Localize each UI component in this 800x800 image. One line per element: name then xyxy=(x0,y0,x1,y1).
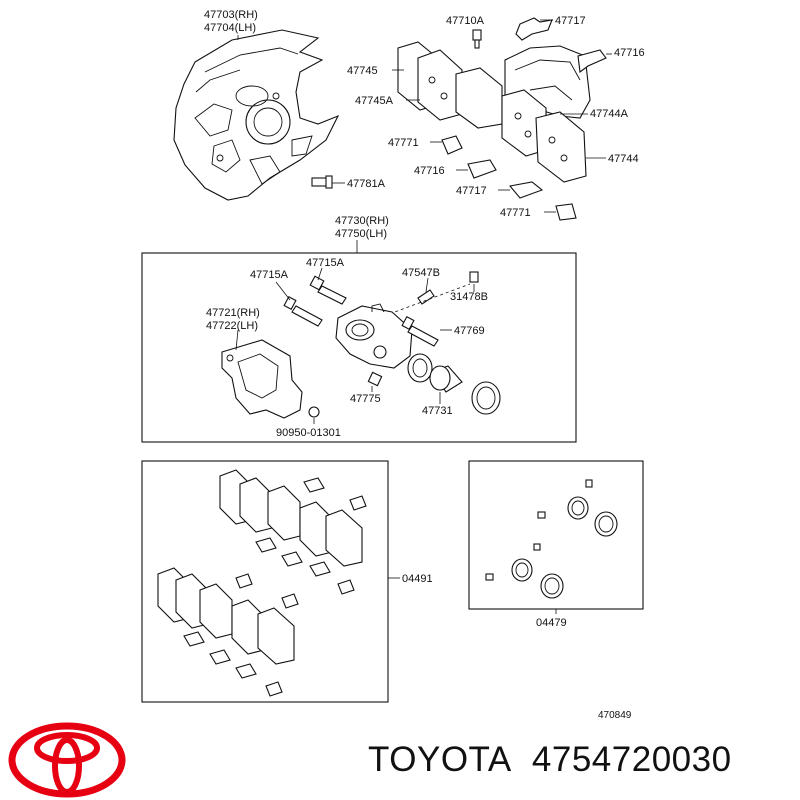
pad-47744a xyxy=(501,89,547,157)
bolt-47781a xyxy=(311,175,333,189)
clip-47717-mid xyxy=(508,181,544,199)
label-47771-top: 47771 xyxy=(388,137,419,149)
bracket-47721 xyxy=(221,339,303,419)
label-47716-mid: 47716 xyxy=(414,165,445,177)
brand-name: TOYOTA xyxy=(368,740,512,779)
label-47716-top: 47716 xyxy=(614,47,645,59)
label-04479: 04479 xyxy=(536,617,567,629)
pad-47744 xyxy=(535,111,587,183)
label-47744a: 47744A xyxy=(590,108,629,120)
label-47717-mid: 47717 xyxy=(456,185,487,197)
label-31478b: 31478B xyxy=(450,291,488,303)
shim-47771-bottom xyxy=(555,203,577,221)
bleeder-47547b xyxy=(417,289,435,305)
piston-seal xyxy=(407,353,433,383)
label-47721: 47721(RH) xyxy=(206,307,260,319)
part-number: 4754720030 xyxy=(531,740,732,779)
label-47730: 47730(RH) xyxy=(335,215,389,227)
label-47722: 47722(LH) xyxy=(206,320,258,332)
figure-number: 470849 xyxy=(598,710,632,721)
pad-kit-contents xyxy=(157,469,367,697)
label-47781a: 47781A xyxy=(347,178,386,190)
label-47775: 47775 xyxy=(350,393,381,405)
spring-47716-top xyxy=(577,49,607,74)
caliper-body xyxy=(335,303,413,369)
pin-47715a-right xyxy=(309,275,347,305)
label-47703: 47703(RH) xyxy=(204,9,258,21)
pin-47715a-left xyxy=(283,295,323,327)
bolt-47710a xyxy=(472,29,482,49)
label-04491: 04491 xyxy=(402,573,433,585)
label-47547b: 47547B xyxy=(402,267,440,279)
brand-line: TOYOTA 4754720030 xyxy=(368,740,732,780)
toyota-logo xyxy=(8,722,126,798)
label-47731: 47731 xyxy=(422,405,453,417)
label-47750: 47750(LH) xyxy=(335,228,387,240)
label-47744: 47744 xyxy=(608,153,639,165)
piston-47731 xyxy=(429,365,463,393)
label-90950-01301: 90950-01301 xyxy=(276,427,341,439)
label-47704: 47704(LH) xyxy=(204,22,256,34)
caliper-assembly-box xyxy=(141,252,577,443)
plug-90950-01301 xyxy=(308,406,320,418)
pad-shim-mid xyxy=(455,67,503,129)
label-47710a: 47710A xyxy=(446,15,485,27)
label-47745: 47745 xyxy=(347,65,378,77)
label-47717-top: 47717 xyxy=(555,15,586,27)
label-47769: 47769 xyxy=(454,325,485,337)
pin-47769 xyxy=(401,315,439,347)
clip-47717-top xyxy=(515,17,553,41)
cap-31478b xyxy=(469,271,479,283)
label-47745a: 47745A xyxy=(355,95,394,107)
seal-kit-contents xyxy=(485,479,618,599)
boot-47775 xyxy=(367,371,383,387)
shim-47771-top xyxy=(441,135,463,155)
splash-shield xyxy=(173,29,340,201)
label-47715a-left: 47715A xyxy=(250,269,289,281)
label-47771-bottom: 47771 xyxy=(500,207,531,219)
label-47715a-right: 47715A xyxy=(306,257,345,269)
pad-47745a xyxy=(417,49,463,121)
pad-kit-box xyxy=(141,460,389,703)
spring-47716-mid xyxy=(467,159,497,179)
dust-boot xyxy=(471,381,501,415)
